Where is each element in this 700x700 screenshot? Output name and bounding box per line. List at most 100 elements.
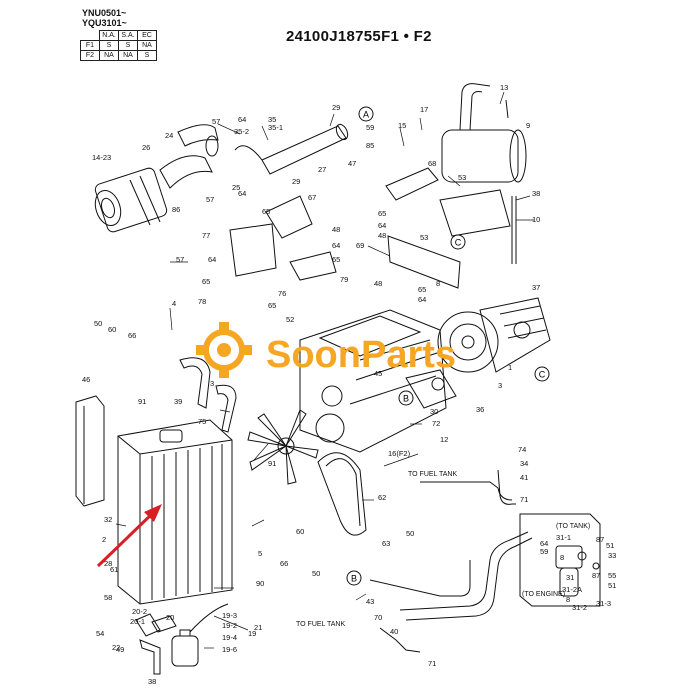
- part-number-label: 72: [432, 419, 440, 428]
- part-number-label: 65: [332, 255, 340, 264]
- part-number-label: 70: [374, 613, 382, 622]
- part-number-label: 27: [318, 165, 326, 174]
- part-number-label: 30: [430, 407, 438, 416]
- part-number-label: 2: [102, 535, 106, 544]
- part-number-label: 58: [104, 593, 112, 602]
- part-number-label: 76: [278, 289, 286, 298]
- part-number-label: 71: [520, 495, 528, 504]
- part-number-label: 33: [608, 551, 616, 560]
- part-number-label: 90: [256, 579, 264, 588]
- part-number-label: 64: [378, 221, 386, 230]
- part-number-label: 61: [110, 565, 118, 574]
- part-number-label: 50: [406, 529, 414, 538]
- part-number-label: 22: [112, 643, 120, 652]
- variant-table-row: F2 NA NA S: [80, 50, 157, 61]
- part-number-label: 65: [378, 209, 386, 218]
- part-number-label: 4: [172, 299, 176, 308]
- part-number-label: 10: [532, 215, 540, 224]
- part-number-label: 64: [238, 115, 246, 124]
- part-number-label: 60: [296, 527, 304, 536]
- red-arrow-icon: [96, 504, 162, 568]
- variant-cell: S: [137, 50, 157, 61]
- fuel-filter-drawing: [555, 545, 600, 597]
- part-number-label: 48: [378, 231, 386, 240]
- fan-belt-drawing: [317, 452, 367, 536]
- part-number-label: 65: [268, 301, 276, 310]
- svg-text:B: B: [351, 574, 357, 584]
- part-number-label: 46: [82, 375, 90, 384]
- part-number-label: 21: [254, 623, 262, 632]
- part-number-label: 62: [378, 493, 386, 502]
- part-number-label: 19: [248, 629, 256, 638]
- part-number-label: 31: [566, 573, 574, 582]
- callout-c: C: [450, 234, 466, 250]
- part-number-label: 29: [332, 103, 340, 112]
- svg-text:C: C: [455, 238, 462, 248]
- part-number-label: 59: [366, 123, 374, 132]
- part-number-label: 64: [540, 539, 548, 548]
- part-number-label: 24: [165, 131, 173, 140]
- part-number-label: 86: [172, 205, 180, 214]
- to-engine-note: (TO ENGINE): [522, 591, 565, 598]
- part-number-label: 14-23: [92, 153, 111, 162]
- part-number-label: 57: [206, 195, 214, 204]
- part-number-label: 43: [366, 597, 374, 606]
- svg-text:C: C: [539, 370, 546, 380]
- part-number-label: 36: [476, 405, 484, 414]
- part-number-label: 63: [382, 539, 390, 548]
- fuel-lines-drawing: [369, 469, 601, 653]
- part-number-label: 1: [508, 363, 512, 372]
- serial-line-1: YNU0501~: [82, 8, 127, 18]
- part-number-label: 34: [520, 459, 528, 468]
- part-number-label: 3: [210, 379, 214, 388]
- part-number-label: 35: [268, 115, 276, 124]
- part-number-label: 17: [420, 105, 428, 114]
- model-code-title: 24100J18755F1 • F2: [286, 28, 432, 45]
- part-number-label: 78: [198, 297, 206, 306]
- part-number-label: 66: [128, 331, 136, 340]
- part-number-label: 53: [420, 233, 428, 242]
- part-number-label: 77: [202, 231, 210, 240]
- part-number-label: 20-1: [130, 617, 145, 626]
- soonparts-watermark: SoonParts: [196, 322, 456, 378]
- injection-pump-drawing: [405, 369, 457, 409]
- bracket-20-drawing: [135, 613, 177, 637]
- reserve-tank-drawing: [171, 603, 229, 667]
- part-number-label: 8: [436, 279, 440, 288]
- part-number-label: 53: [458, 173, 466, 182]
- part-number-label: 19-6: [222, 645, 237, 654]
- diagram-linework: [75, 83, 601, 675]
- part-number-label: 48: [374, 279, 382, 288]
- part-number-label: 47: [348, 159, 356, 168]
- part-number-label: 79: [340, 275, 348, 284]
- part-number-label: 8: [566, 595, 570, 604]
- part-number-label: 8: [560, 553, 564, 562]
- part-number-label: 64: [238, 189, 246, 198]
- part-number-label: 16(F2): [388, 449, 411, 458]
- part-number-label: 65: [418, 285, 426, 294]
- part-number-label: 59: [540, 547, 548, 556]
- svg-text:B: B: [403, 394, 409, 404]
- part-number-label: 38: [532, 189, 540, 198]
- part-number-label: 35-2: [234, 127, 249, 136]
- to-fuel-tank-note: TO FUEL TANK: [296, 621, 345, 628]
- part-number-label: 51: [608, 581, 616, 590]
- part-number-label: 20: [166, 613, 174, 622]
- watermark-logo-icon: [196, 322, 252, 378]
- part-number-label: 41: [520, 473, 528, 482]
- callout-b: B: [398, 390, 414, 406]
- callout-markers: A C B C B: [346, 106, 550, 586]
- part-number-label: 68: [428, 159, 436, 168]
- variant-table: N.A. S.A. EC F1 S S NA F2 NA NA S: [80, 30, 157, 61]
- part-number-label: 65: [262, 207, 270, 216]
- part-number-label: 85: [366, 141, 374, 150]
- part-number-label: 45: [374, 369, 382, 378]
- part-number-label: 19-3: [222, 611, 237, 620]
- part-number-label: 50: [94, 319, 102, 328]
- part-number-label: 39: [174, 397, 182, 406]
- part-number-label: 66: [280, 559, 288, 568]
- watermark-text: SoonParts: [266, 334, 456, 376]
- part-number-label: 75: [198, 417, 206, 426]
- part-number-label: 31-2A: [562, 585, 582, 594]
